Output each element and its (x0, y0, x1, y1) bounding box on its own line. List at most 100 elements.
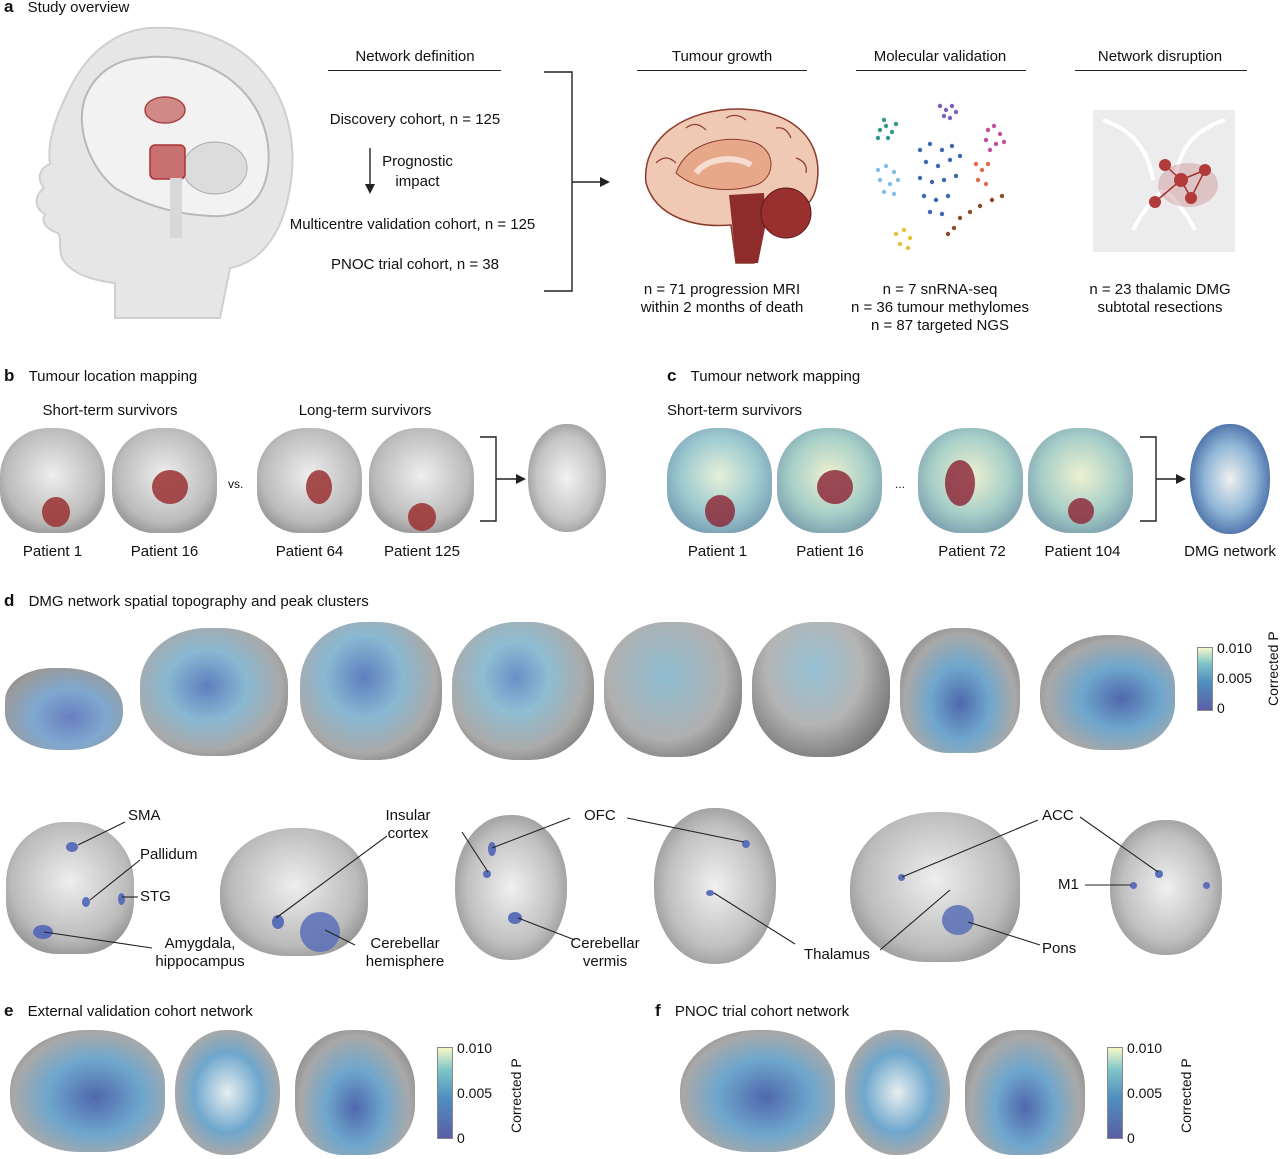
colorbar-e-tick-min: 0 (457, 1130, 465, 1146)
label-thalamus: Thalamus (804, 946, 870, 963)
label-cerebellar-vermis: Cerebellar vermis (565, 935, 645, 971)
brain-render-7 (900, 628, 1020, 753)
ellipsis-label: ... (895, 477, 906, 491)
label-sma: SMA (128, 807, 161, 824)
brain-axial-f (845, 1030, 950, 1155)
label-acc: ACC (1042, 807, 1074, 824)
tumour-growth-caption-2: within 2 months of death (640, 299, 804, 316)
discovery-cohort-text: Discovery cohort, n = 125 (329, 111, 501, 128)
label-pons: Pons (1042, 940, 1077, 957)
dmg-network-label: DMG network (1184, 543, 1276, 560)
label-pallidum: Pallidum (140, 846, 198, 863)
colorbar-e (437, 1047, 453, 1139)
bracket-c (1140, 436, 1186, 522)
tumour-growth-caption-1: n = 71 progression MRI (643, 281, 801, 298)
panel-b-label: b (4, 366, 15, 385)
brain-sagittal-e (10, 1030, 165, 1152)
colorbar-e-tick-max: 0.010 (457, 1040, 493, 1056)
brain-render-8 (1040, 635, 1175, 750)
tumour-lesion-b3 (306, 470, 332, 504)
brain-render-1 (5, 668, 123, 750)
panel-c-title: Tumour network mapping (690, 368, 861, 385)
short-term-survivors-label-c: Short-term survivors (667, 402, 803, 419)
label-cerebellar-hemisphere: Cerebellar hemisphere (355, 935, 455, 971)
prognostic-line-1: Prognostic (382, 153, 453, 170)
network-definition-heading: Network definition (355, 48, 475, 65)
brain-render-2 (140, 628, 288, 756)
tumour-lesion-b1 (42, 497, 70, 527)
label-ofc: OFC (584, 807, 616, 824)
panel-c-header: c Tumour network mapping (667, 367, 860, 386)
cluster-hippocampus-sag (272, 915, 284, 929)
tumour-lesion-c4 (1068, 498, 1094, 524)
molecular-caption-3: n = 87 targeted NGS (870, 317, 1009, 334)
panel-e-label: e (4, 1001, 14, 1020)
cluster-cerebellar-hemisphere (300, 912, 340, 952)
label-cerebellar-vermis-1: Cerebellar (570, 935, 640, 952)
cluster-ofc-left (488, 842, 496, 856)
brain-axial-b (528, 424, 606, 532)
panel-a-title: Study overview (27, 0, 130, 16)
panel-d-label: d (4, 591, 15, 610)
brain-sagittal-d2 (220, 828, 368, 956)
brain-coronal-f (965, 1030, 1085, 1155)
molecular-caption-1: n = 7 snRNA-seq (882, 281, 998, 298)
bracket-arrow (544, 71, 610, 292)
patient-b-4: Patient 125 (384, 543, 460, 560)
cluster-sma (66, 842, 78, 852)
colorbar-d-tick-min: 0 (1217, 700, 1225, 716)
molecular-validation-heading: Molecular validation (873, 48, 1007, 65)
label-amygdala-2: hippocampus (155, 953, 245, 970)
colorbar-d-tick-max: 0.010 (1217, 640, 1253, 656)
colorbar-d-tick-mid: 0.005 (1217, 670, 1253, 686)
short-term-survivors-label: Short-term survivors (42, 402, 178, 419)
panel-f-header: f PNOC trial cohort network (655, 1002, 849, 1021)
label-amygdala-1: Amygdala, (164, 935, 236, 952)
colorbar-f-tick-max: 0.010 (1127, 1040, 1163, 1056)
patient-b-2: Patient 16 (130, 543, 199, 560)
network-disruption-caption-2: subtotal resections (1097, 299, 1223, 316)
tumour-growth-heading: Tumour growth (671, 48, 773, 65)
label-insular-1: Insular (385, 807, 431, 824)
tumour-lesion-b4 (408, 503, 436, 531)
colorbar-f-label: Corrected P (1178, 1058, 1194, 1133)
brain-axial-dmg-network (1190, 424, 1270, 534)
cluster-pallidum (82, 897, 90, 907)
tumour-lesion-b2 (152, 470, 188, 504)
label-insular: Insular cortex (368, 807, 448, 843)
colorbar-e-tick-mid: 0.005 (457, 1085, 493, 1101)
tumour-growth-rule (637, 70, 807, 71)
cluster-vermis (508, 912, 522, 924)
network-disruption-rule (1075, 70, 1247, 71)
panel-f-label: f (655, 1001, 661, 1020)
label-m1: M1 (1058, 876, 1079, 893)
panel-b-header: b Tumour location mapping (4, 367, 197, 386)
molecular-caption-2: n = 36 tumour methylomes (850, 299, 1029, 316)
umap-scatter (875, 103, 1007, 251)
brain-coronal-e (295, 1030, 415, 1155)
prognostic-impact-text: Prognostic impact (375, 153, 460, 191)
panel-f-title: PNOC trial cohort network (674, 1003, 850, 1020)
colorbar-f (1107, 1047, 1123, 1139)
down-arrow-icon (365, 148, 375, 194)
brain-sagittal-d5 (850, 812, 1020, 962)
brain-render-6 (752, 622, 890, 757)
cluster-thalamus-ax (706, 890, 714, 896)
panel-b-title: Tumour location mapping (28, 368, 198, 385)
network-disruption-heading: Network disruption (1097, 48, 1223, 65)
sagittal-brain-illustration (644, 108, 819, 264)
network-disruption-caption: n = 23 thalamic DMG subtotal resections (1060, 281, 1260, 317)
panel-d-header: d DMG network spatial topography and pea… (4, 592, 369, 611)
label-stg: STG (140, 888, 171, 905)
cluster-insular (483, 870, 491, 878)
patient-c-3: Patient 72 (938, 543, 1006, 560)
network-definition-rule (328, 70, 501, 71)
thalamic-network-illustration (1093, 110, 1235, 252)
cluster-pons (942, 905, 974, 935)
patient-b-3: Patient 64 (275, 543, 344, 560)
brain-axial-d4 (654, 808, 776, 964)
child-head-illustration (35, 26, 294, 319)
label-amygdala: Amygdala, hippocampus (140, 935, 260, 971)
brain-sagittal-f (680, 1030, 835, 1152)
